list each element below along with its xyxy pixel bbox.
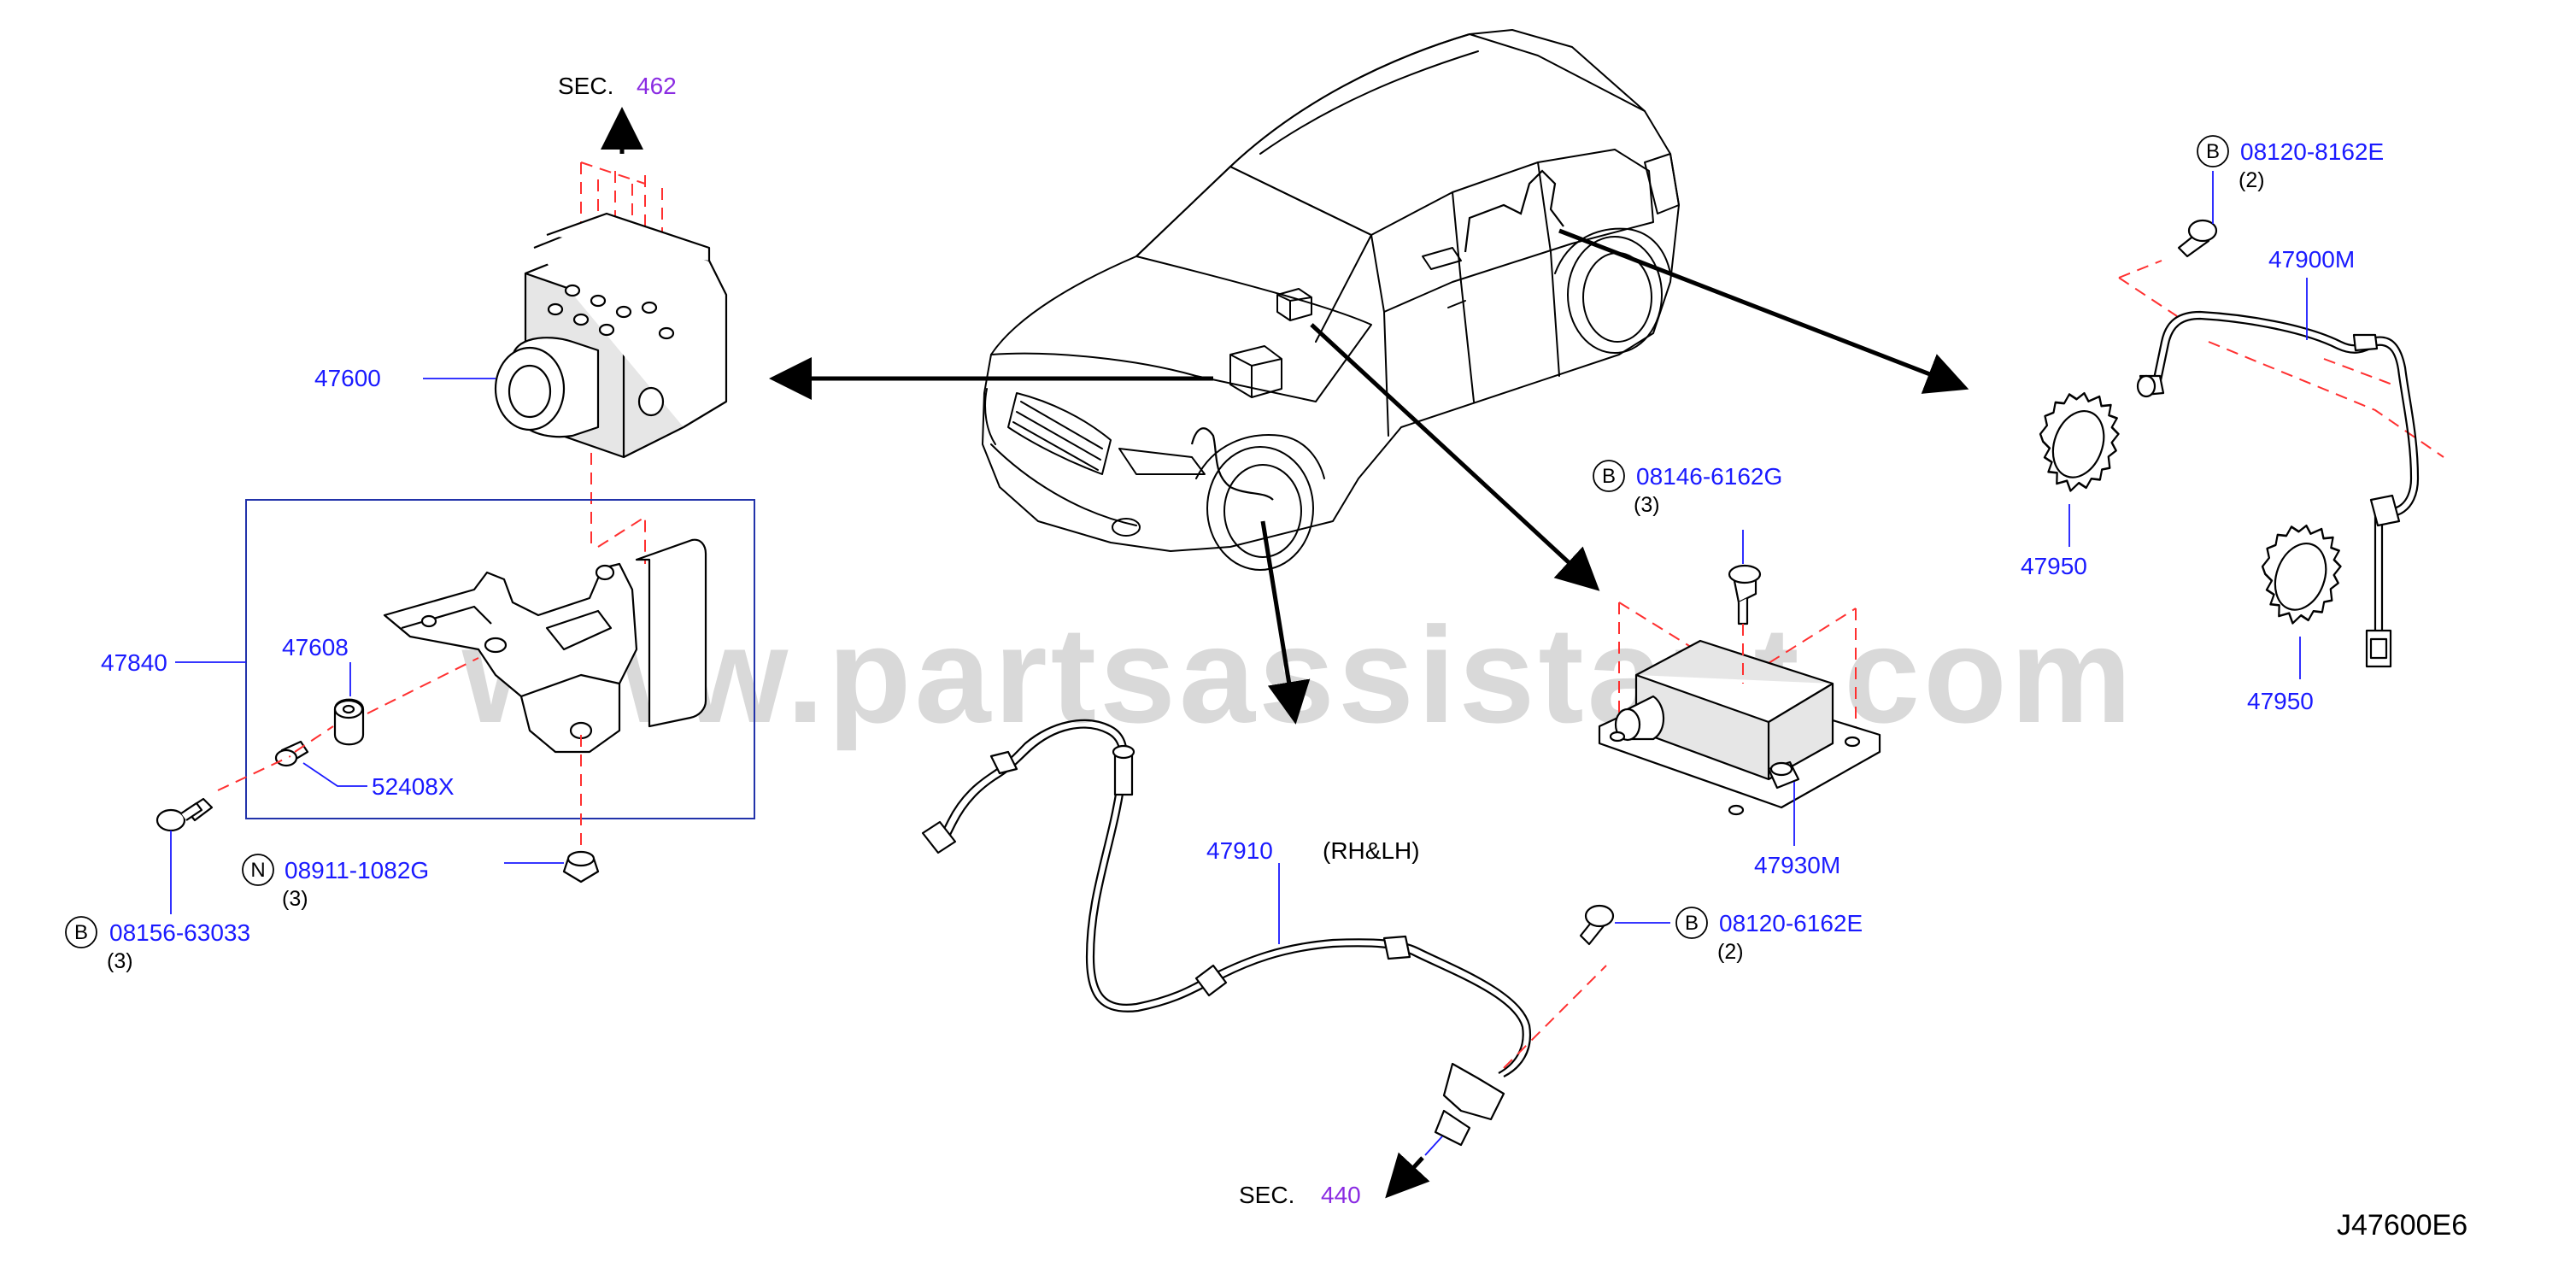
watermark-text: www.partsassistant.com	[461, 598, 2135, 751]
svg-text:B: B	[1602, 465, 1616, 488]
bolt-08156-63033-drawing	[155, 797, 214, 832]
sec-prefix: SEC.	[1239, 1182, 1294, 1208]
svg-text:(3): (3)	[107, 949, 133, 973]
bracket-drawing	[217, 538, 707, 846]
part-number-47950-lower[interactable]: 47950	[2247, 688, 2314, 714]
fastener-08120-8162E[interactable]: B 08120-8162E (2)	[2197, 135, 2384, 192]
part-number-47930M[interactable]: 47930M	[1754, 852, 1840, 878]
rear-wheel-sensor-drawing	[2039, 219, 2444, 668]
svg-text:N: N	[250, 859, 265, 882]
sec-number: 440	[1321, 1182, 1361, 1208]
part-number-47600[interactable]: 47600	[314, 365, 381, 391]
svg-text:08120-8162E: 08120-8162E	[2240, 138, 2384, 165]
sec-number: 462	[637, 73, 677, 99]
bolt-badge-icon	[2197, 135, 2229, 167]
svg-text:(2): (2)	[1717, 940, 1744, 964]
bolt-badge-icon	[1593, 460, 1625, 492]
bracket-assembly-box	[245, 499, 755, 819]
vehicle-illustration	[982, 29, 1680, 571]
sec-prefix: SEC.	[558, 73, 613, 99]
nut-08911-1082G-drawing	[562, 850, 600, 883]
part-number-47900M[interactable]: 47900M	[2268, 246, 2355, 273]
section-ref-440[interactable]: SEC. 440	[1239, 1182, 1361, 1208]
yaw-sensor-drawing	[1598, 564, 1881, 816]
svg-text:08911-1082G: 08911-1082G	[285, 857, 429, 883]
bolt-08120-6162E-front-drawing	[1579, 904, 1615, 946]
nut-badge-icon	[242, 854, 274, 886]
part-number-47950-upper[interactable]: 47950	[2021, 553, 2087, 579]
part-number-47910[interactable]: 47910	[1206, 837, 1273, 864]
part-number-52408X[interactable]: 52408X	[372, 773, 455, 800]
svg-text:08146-6162G: 08146-6162G	[1636, 463, 1782, 490]
callout-arrows	[601, 107, 1969, 1199]
front-wheel-sensor-drawing	[921, 719, 1607, 1147]
svg-text:08156-63033: 08156-63033	[109, 919, 250, 946]
svg-text:(3): (3)	[282, 887, 308, 911]
part-number-47608[interactable]: 47608	[282, 634, 349, 660]
svg-text:B: B	[74, 921, 88, 944]
svg-text:B: B	[2206, 140, 2220, 163]
svg-text:(2): (2)	[2239, 168, 2265, 192]
section-ref-462[interactable]: SEC. 462	[558, 73, 677, 99]
side-note-rh-lh: (RH&LH)	[1323, 837, 1420, 864]
bolt-badge-icon	[65, 916, 97, 948]
fastener-08146-6162G[interactable]: B 08146-6162G (3)	[1593, 460, 1782, 517]
fastener-08911-1082G[interactable]: N 08911-1082G (3)	[242, 854, 429, 911]
svg-text:08120-6162E: 08120-6162E	[1719, 910, 1863, 936]
svg-text:B: B	[1685, 912, 1699, 935]
diagram-code: J47600E6	[2337, 1209, 2467, 1242]
svg-text:(3): (3)	[1634, 493, 1660, 517]
part-number-47840[interactable]: 47840	[101, 649, 167, 676]
fastener-08120-6162E[interactable]: B 08120-6162E (2)	[1675, 907, 1863, 964]
fastener-08156-63033[interactable]: B 08156-63033 (3)	[65, 916, 250, 973]
abs-actuator-drawing	[494, 161, 728, 564]
bolt-badge-icon	[1675, 907, 1708, 939]
